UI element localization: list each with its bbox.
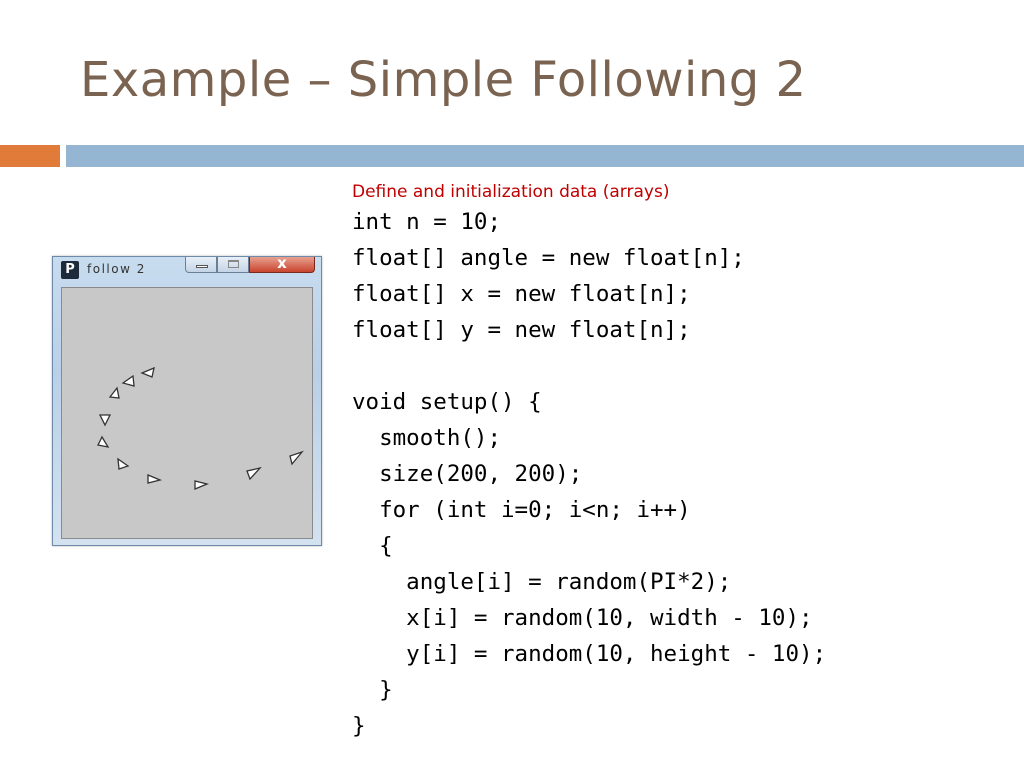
follower-triangle [121, 374, 135, 387]
code-line: float[] x = new float[n]; [352, 281, 691, 307]
follower-triangle [98, 414, 112, 427]
code-caption: Define and initialization data (arrays) [352, 182, 670, 202]
code-line: size(200, 200); [352, 461, 583, 487]
follower-triangle [194, 480, 210, 490]
sketch-canvas [61, 287, 313, 539]
code-line: y[i] = random(10, height - 10); [352, 641, 827, 667]
follower-triangle [289, 450, 304, 466]
processing-app-icon: P [61, 261, 79, 279]
slide-title: Example – Simple Following 2 [80, 52, 807, 108]
code-line: } [352, 713, 366, 739]
code-line: angle[i] = random(PI*2); [352, 569, 732, 595]
code-line: float[] y = new float[n]; [352, 317, 691, 343]
follower-triangle [117, 457, 130, 470]
code-line: for (int i=0; i<n; i++) [352, 497, 691, 523]
code-block: int n = 10; float[] angle = new float[n]… [352, 204, 826, 744]
code-line: smooth(); [352, 425, 502, 451]
close-button[interactable] [249, 254, 315, 273]
sketch-drawing [97, 366, 304, 490]
follower-triangle [140, 366, 155, 378]
maximize-button[interactable] [217, 257, 249, 273]
minimize-button[interactable] [185, 257, 217, 273]
code-line [352, 348, 826, 384]
follower-triangle [246, 466, 262, 481]
window-title: follow 2 [87, 262, 146, 276]
code-line: void setup() { [352, 389, 542, 415]
follower-triangle [147, 474, 163, 484]
code-line: x[i] = random(10, width - 10); [352, 605, 813, 631]
code-line: float[] angle = new float[n]; [352, 245, 745, 271]
code-line: } [352, 677, 393, 703]
accent-bar-orange [0, 145, 60, 167]
follower-triangle [108, 386, 120, 399]
follower-triangle [97, 435, 110, 448]
code-line: { [352, 533, 393, 559]
sketch-window[interactable]: P follow 2 [52, 254, 322, 546]
accent-bar-blue [66, 145, 1024, 167]
code-line: int n = 10; [352, 209, 502, 235]
